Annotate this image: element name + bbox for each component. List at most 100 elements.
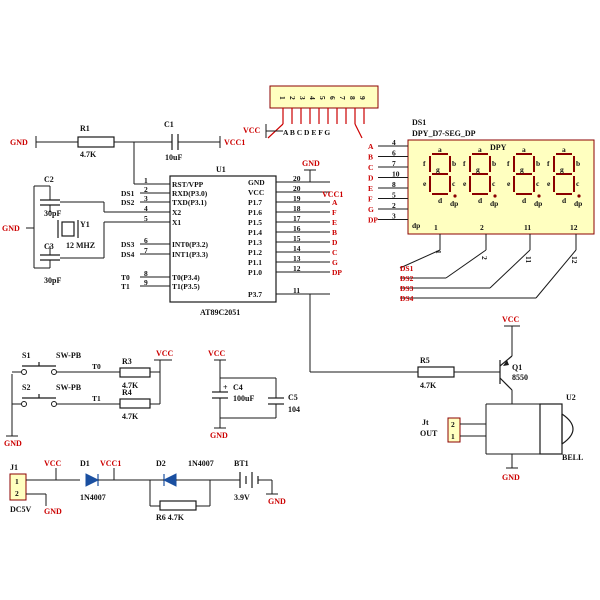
segment-label: g xyxy=(476,165,480,174)
u1-right-pin-net: B xyxy=(332,228,337,237)
decimal-point xyxy=(453,194,457,198)
r3-resistor: R3 4.7K xyxy=(119,357,160,390)
ds1-digit-pin-label: 1 xyxy=(434,223,438,232)
ds1-pin-num: 4 xyxy=(392,138,396,147)
header-pin-label: 5 xyxy=(318,96,327,100)
segment-label: d xyxy=(522,196,527,205)
header-pin-label: 8 xyxy=(348,96,357,100)
header-pin-label: 7 xyxy=(338,96,347,100)
y1-ref: Y1 xyxy=(80,220,90,229)
r1-value: 4.7K xyxy=(80,150,97,159)
bell-u2: U2 BELL GND xyxy=(485,393,583,482)
segment-label: d xyxy=(562,196,567,205)
u1-left-pin-name: X2 xyxy=(172,208,181,217)
ds1-segment-net: C xyxy=(368,163,373,172)
u1-left-pin-num: 1 xyxy=(144,176,148,185)
u1-left-pin-num: 4 xyxy=(144,204,148,213)
gnd-label: GND xyxy=(10,138,28,147)
header-pin-label: 1 xyxy=(278,96,287,100)
u1-left-pin-num: 5 xyxy=(144,214,148,223)
vcc-label-q1: VCC xyxy=(502,315,520,324)
decimal-point xyxy=(577,194,581,198)
u1-left-pin-net: DS4 xyxy=(121,250,135,259)
u1-left-pin-num: 2 xyxy=(144,185,148,194)
d1-ref: D1 xyxy=(80,459,90,468)
u1-left-pin-name: T1(P3.5) xyxy=(172,282,200,291)
u1-left-pin-num: 3 xyxy=(144,194,148,203)
j1-label: DC5V xyxy=(10,505,32,514)
ds1-segment-net: G xyxy=(368,205,374,214)
switch-ref: S2 xyxy=(22,383,30,392)
ds1-digit-pin-num: 12 xyxy=(570,256,579,264)
c3-value: 30pF xyxy=(44,276,61,285)
segment-label: e xyxy=(463,179,467,188)
j1-pin-1: 1 xyxy=(15,477,19,486)
segment-label: dp xyxy=(534,199,542,208)
segment-label: a xyxy=(478,145,482,154)
ds1-segment-net: E xyxy=(368,184,373,193)
u1-right-pin-num: 20 xyxy=(293,174,301,183)
c2-value: 30pF xyxy=(44,209,61,218)
u1-left-pin-num: 7 xyxy=(144,246,148,255)
segment-label: c xyxy=(536,179,540,188)
u1-right-pin-name: GND xyxy=(248,178,265,187)
d2-diode: D2 1N4007 R6 4.7K xyxy=(149,459,214,522)
segment-label: b xyxy=(536,159,540,168)
u1-left-pin-net: T1 xyxy=(121,282,130,291)
header-net-label: A B C D E F G xyxy=(283,128,330,137)
gnd-label-j1: GND xyxy=(44,507,62,516)
u1-right-pin-net: DP xyxy=(332,268,342,277)
power-input: J1 1 2 DC5V GND VCC xyxy=(9,459,80,516)
ds1-digit-net: DS4 xyxy=(400,294,414,303)
u1-right-pin-num: 15 xyxy=(293,234,301,243)
segment-label: c xyxy=(576,179,580,188)
u1-right-pin-name: P1.4 xyxy=(248,228,262,237)
u1-right-pin-net: D xyxy=(332,238,338,247)
ds1-segment-net: D xyxy=(368,174,374,183)
c5-value: 104 xyxy=(288,405,300,414)
r1-resistor: R1 4.7K xyxy=(42,124,168,159)
ds1-pin-num: 10 xyxy=(392,170,400,179)
u1-part: AT89C2051 xyxy=(200,308,240,317)
ds1-digit-net: DS2 xyxy=(400,274,414,283)
u1-left-pin-name: RXD(P3.0) xyxy=(172,189,208,198)
switch-ref: S1 xyxy=(22,351,30,360)
ds1-body xyxy=(407,139,595,235)
r4-resistor: R4 4.7K xyxy=(119,388,160,421)
u1-right-pin-num: 18 xyxy=(293,204,301,213)
u1-left-pin-name: T0(P3.4) xyxy=(172,273,200,282)
ds1-pin-num: 6 xyxy=(392,149,396,158)
d2-part: 1N4007 xyxy=(188,459,214,468)
segment-label: b xyxy=(452,159,456,168)
u1-right-pin-net: C xyxy=(332,248,337,257)
gnd-label-bell: GND xyxy=(502,473,520,482)
segment-label: a xyxy=(562,145,566,154)
q1-part: 8550 xyxy=(512,373,528,382)
u1-right-pin-name: P3.7 xyxy=(248,290,262,299)
ds1-segment-net: F xyxy=(368,195,373,204)
header-pin-label: 6 xyxy=(328,96,337,100)
u1-left-pin-num: 6 xyxy=(144,236,148,245)
d1-diode: D1 1N4007 VCC1 xyxy=(80,459,150,502)
ds1-digit-pin-label: 11 xyxy=(524,223,531,232)
u1-left-pin-net: DS1 xyxy=(121,189,135,198)
q1-ref: Q1 xyxy=(512,363,522,372)
ds1-digit-pin-num: 2 xyxy=(480,256,489,260)
u1-mcu: U1 AT89C2051 RST/VPP1RXD(P3.0)2DS1TXD(P3… xyxy=(121,165,342,317)
gnd-symbol-r1: GND xyxy=(10,136,42,148)
u1-body xyxy=(169,175,277,303)
segment-label: a xyxy=(438,145,442,154)
ds1-segment-net: A xyxy=(368,142,374,151)
ds1-digit-net: DS3 xyxy=(400,284,414,293)
vcc-label: VCC xyxy=(243,126,261,135)
u1-right-pin-num: 13 xyxy=(293,254,301,263)
u2-ref: U2 xyxy=(566,393,576,402)
gnd-label-crystal: GND xyxy=(2,224,20,233)
battery-bt1: BT1 GND 3.9V xyxy=(210,459,286,506)
r1-ref: R1 xyxy=(80,124,90,133)
jt-connector: Jt OUT 2 1 xyxy=(420,417,486,443)
segment-label: dp xyxy=(412,221,420,230)
